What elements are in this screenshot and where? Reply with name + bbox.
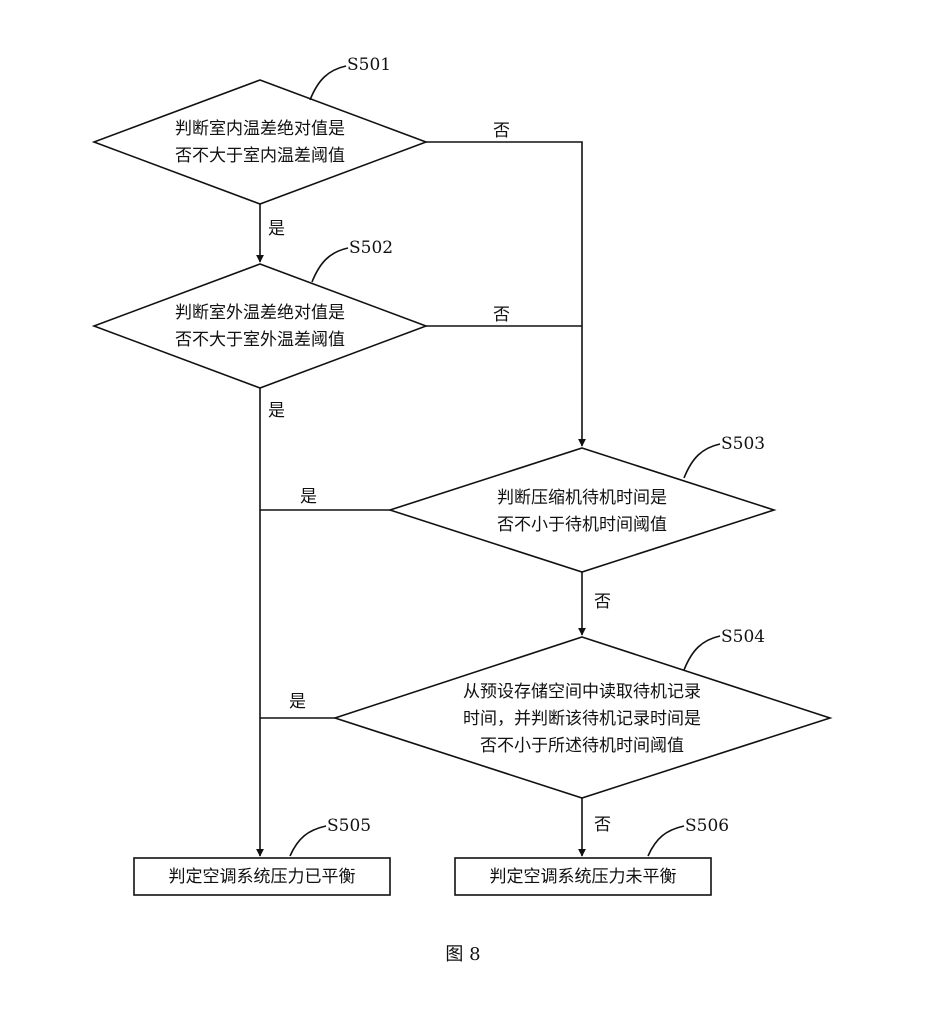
s505-step-label: S505 — [327, 816, 371, 836]
decision-s501 — [91, 79, 429, 205]
leader-s503 — [683, 443, 721, 479]
decision-s502 — [91, 263, 429, 389]
leader-s501 — [309, 65, 347, 101]
s503-step-label: S503 — [721, 434, 765, 454]
s506-step-label: S506 — [685, 816, 729, 836]
s504-text-line-2: 时间，并判断该待机记录时间是 — [463, 709, 701, 729]
s501-step-label: S501 — [347, 55, 391, 75]
leader-s506 — [647, 825, 685, 857]
branch-label-s502-yes: 是 — [268, 401, 285, 421]
decision-s503 — [387, 447, 777, 573]
leader-s504 — [683, 635, 721, 671]
branch-label-s502-no: 否 — [493, 305, 510, 325]
process-s505 — [133, 857, 391, 896]
s501-text-line-1: 判断室内温差绝对值是 — [175, 119, 345, 139]
s505-text: 判定空调系统压力已平衡 — [169, 867, 356, 887]
branch-label-s501-no: 否 — [493, 121, 510, 141]
process-s506 — [454, 857, 712, 896]
s501-text-line-2: 否不大于室内温差阈值 — [175, 146, 345, 166]
s506-text: 判定空调系统压力未平衡 — [490, 867, 677, 887]
s502-step-label: S502 — [349, 238, 393, 258]
s504-text-line-1: 从预设存储空间中读取待机记录 — [463, 682, 701, 702]
branch-label-s501-yes: 是 — [268, 219, 285, 239]
branch-label-s504-no: 否 — [594, 815, 611, 835]
s503-text-line-2: 否不小于待机时间阈值 — [497, 515, 667, 535]
branch-label-s503-yes: 是 — [300, 487, 317, 507]
s502-text-line-2: 否不大于室外温差阈值 — [175, 330, 345, 350]
line-s501-no — [426, 141, 583, 326]
leader-s502 — [311, 247, 349, 283]
s502-text-line-1: 判断室外温差绝对值是 — [175, 303, 345, 323]
s504-step-label: S504 — [721, 627, 765, 647]
branch-label-s503-no: 否 — [594, 592, 611, 612]
s503-text-line-1: 判断压缩机待机时间是 — [497, 488, 667, 508]
s504-text-line-3: 否不小于所述待机时间阈值 — [480, 736, 684, 756]
figure-caption: 图 8 — [445, 944, 480, 965]
branch-label-s504-yes: 是 — [289, 692, 306, 712]
leader-s505 — [289, 825, 327, 857]
